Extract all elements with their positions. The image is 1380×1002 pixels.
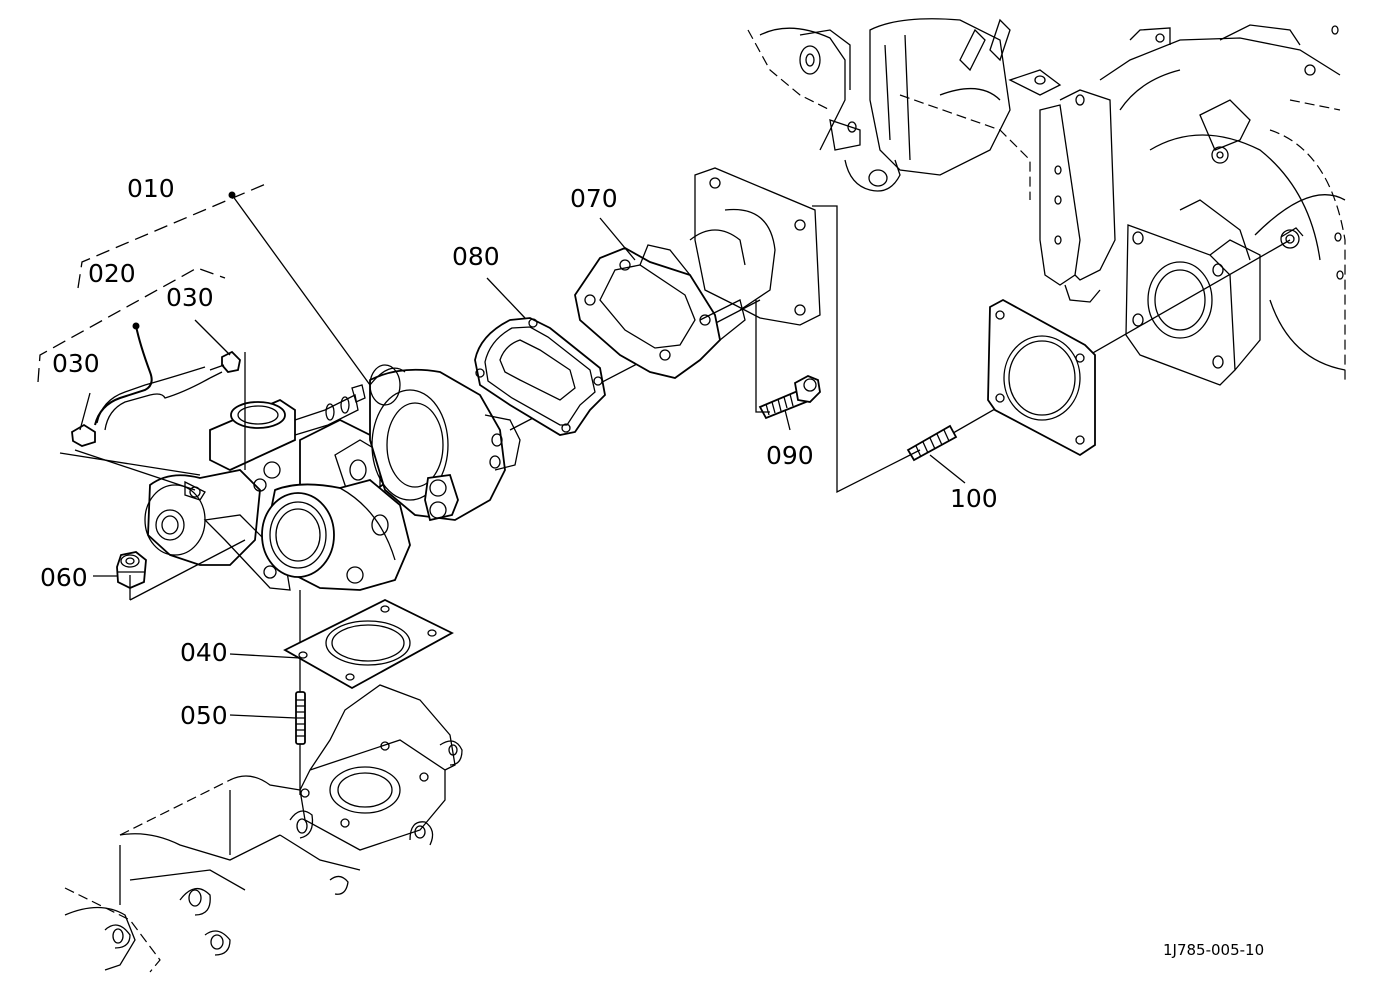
label-part-030-right: 030 bbox=[166, 283, 214, 312]
nut-060-drawing bbox=[116, 551, 147, 589]
label-part-070: 070 bbox=[570, 184, 618, 213]
gasket-080-drawing bbox=[474, 317, 606, 436]
label-part-100: 100 bbox=[950, 484, 998, 513]
flange-gasket-drawing bbox=[987, 298, 1096, 457]
bolt-090-drawing bbox=[758, 375, 821, 420]
label-leaders bbox=[37, 182, 966, 719]
label-part-050: 050 bbox=[180, 701, 228, 730]
stud-100-drawing bbox=[906, 424, 958, 462]
label-part-080: 080 bbox=[452, 242, 500, 271]
part-labels: 010 020 030 030 040 050 060 070 080 090 … bbox=[40, 174, 1264, 959]
label-part-030-left: 030 bbox=[52, 349, 100, 378]
label-part-090: 090 bbox=[766, 441, 814, 470]
hose-020-drawing bbox=[71, 322, 241, 447]
stud-050-drawing bbox=[295, 691, 306, 745]
elbow-070-drawing bbox=[574, 167, 821, 379]
figure-code: 1J785-005-10 bbox=[1163, 941, 1264, 959]
exhaust-manifold-drawing bbox=[64, 684, 463, 973]
label-part-040: 040 bbox=[180, 638, 228, 667]
label-part-060: 060 bbox=[40, 563, 88, 592]
turbocharger-010-drawing bbox=[144, 364, 521, 591]
label-part-020: 020 bbox=[88, 259, 136, 288]
label-part-010: 010 bbox=[127, 174, 175, 203]
gasket-040-drawing bbox=[283, 598, 454, 690]
engine-block-drawing bbox=[747, 18, 1346, 386]
